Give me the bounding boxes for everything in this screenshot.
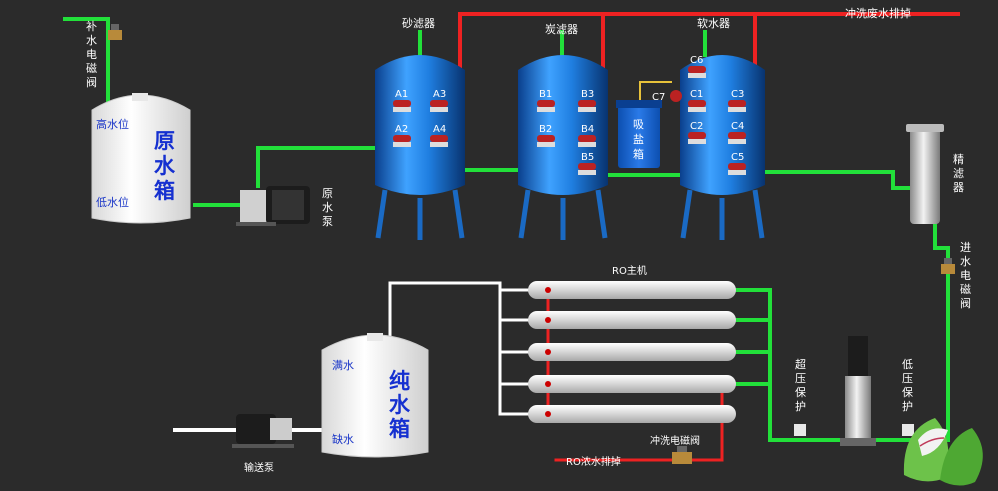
svg-text:电: 电	[86, 48, 97, 61]
flush-valve-label: 冲洗电磁阀	[650, 434, 700, 447]
svg-text:阀: 阀	[960, 296, 971, 310]
svg-text:C4: C4	[731, 121, 744, 132]
svg-text:C1: C1	[690, 89, 703, 100]
sand-valves: A1 A3 A2 A4	[393, 89, 448, 147]
svg-text:B1: B1	[539, 89, 552, 100]
svg-text:压: 压	[795, 372, 806, 385]
svg-text:器: 器	[953, 181, 964, 194]
ro-concentrate-label: RO浓水排掉	[566, 455, 621, 468]
svg-text:补: 补	[86, 20, 97, 33]
svg-text:磁: 磁	[960, 283, 971, 296]
pure-low-level: 缺水	[332, 432, 354, 446]
svg-text:保: 保	[902, 385, 913, 399]
svg-text:滤: 滤	[953, 167, 964, 180]
carbon-filter-label: 炭滤器	[545, 23, 578, 36]
svg-text:水: 水	[86, 34, 97, 47]
svg-text:C5: C5	[731, 152, 744, 163]
svg-text:低: 低	[902, 358, 913, 371]
pure-full-level: 满水	[332, 359, 354, 372]
high-pressure-pump	[840, 336, 876, 446]
svg-text:护: 护	[795, 399, 806, 413]
svg-text:A1: A1	[395, 89, 408, 100]
svg-text:吸: 吸	[633, 118, 644, 131]
makeup-valve-label: 补 水 电 磁 阀	[86, 20, 97, 89]
sand-filter-label: 砂滤器	[402, 17, 435, 30]
pump-to-sand-pipe	[256, 146, 400, 188]
ro-host-label: RO主机	[612, 264, 647, 277]
svg-text:原: 原	[154, 129, 175, 153]
svg-text:泵: 泵	[322, 215, 333, 228]
precision-filter: 精 滤 器	[906, 124, 964, 224]
salt-tank: 吸 盐 箱	[616, 100, 662, 168]
water-softener: 软水器	[680, 16, 765, 240]
makeup-pipe	[63, 17, 110, 102]
svg-text:水: 水	[960, 255, 971, 268]
carbon-filter: 炭滤器	[518, 23, 608, 240]
svg-text:箱: 箱	[633, 147, 644, 161]
svg-text:水: 水	[154, 154, 176, 178]
transfer-pump-label: 输送泵	[244, 461, 274, 474]
svg-text:B4: B4	[581, 124, 594, 135]
flush-valve: 冲洗电磁阀	[650, 434, 700, 464]
svg-text:纯: 纯	[389, 369, 410, 393]
svg-text:C2: C2	[690, 121, 703, 132]
svg-text:C3: C3	[731, 89, 744, 100]
makeup-valve	[108, 24, 122, 40]
svg-text:箱: 箱	[389, 417, 410, 441]
svg-text:阀: 阀	[86, 75, 97, 89]
svg-text:电: 电	[960, 269, 971, 282]
carbon-valves: B1 B3 B2 B4 B5	[537, 89, 596, 175]
softener-label: 软水器	[697, 16, 730, 30]
low-pressure-switch: 低 压 保 护	[902, 358, 914, 436]
raw-low-level: 低水位	[96, 195, 129, 209]
svg-text:B3: B3	[581, 89, 594, 100]
svg-text:水: 水	[322, 201, 333, 214]
leaf-logo	[903, 418, 983, 486]
pipes	[63, 12, 960, 462]
raw-high-level: 高水位	[96, 117, 129, 131]
flush-drain-label: 冲洗废水排掉	[845, 6, 911, 20]
ro-membranes	[528, 281, 736, 423]
svg-text:C6: C6	[690, 55, 703, 66]
svg-text:进: 进	[960, 241, 971, 254]
svg-text:B2: B2	[539, 124, 552, 135]
svg-text:A2: A2	[395, 124, 408, 135]
svg-text:压: 压	[902, 372, 913, 385]
raw-water-pump	[236, 186, 310, 226]
svg-text:水: 水	[389, 393, 411, 417]
raw-water-tank: 高水位 低水位 原 水 箱	[91, 93, 191, 224]
permeate-pipe	[388, 281, 530, 416]
svg-text:A4: A4	[433, 124, 446, 135]
svg-text:超: 超	[795, 357, 806, 371]
svg-text:A3: A3	[433, 89, 446, 100]
inlet-valve: 进 水 电 磁 阀	[941, 241, 971, 310]
svg-text:精: 精	[953, 153, 964, 166]
transfer-pump: 输送泵	[232, 414, 294, 474]
svg-text:箱: 箱	[154, 179, 175, 203]
sand-filter: 砂滤器	[375, 17, 465, 240]
pure-water-tank: 满水 缺水 纯 水 箱	[321, 333, 429, 458]
svg-text:磁: 磁	[86, 62, 97, 75]
svg-text:盐: 盐	[633, 133, 644, 146]
svg-text:原: 原	[322, 187, 333, 200]
over-pressure-switch: 超 压 保 护	[794, 357, 806, 436]
raw-pump-label: 原 水 泵	[322, 187, 333, 228]
svg-text:C7: C7	[652, 92, 665, 103]
softener-valves: C6 C7 C1 C3 C2 C4 C5	[652, 55, 746, 175]
svg-text:保: 保	[795, 385, 806, 399]
svg-text:B5: B5	[581, 152, 594, 163]
svg-text:护: 护	[902, 399, 913, 413]
